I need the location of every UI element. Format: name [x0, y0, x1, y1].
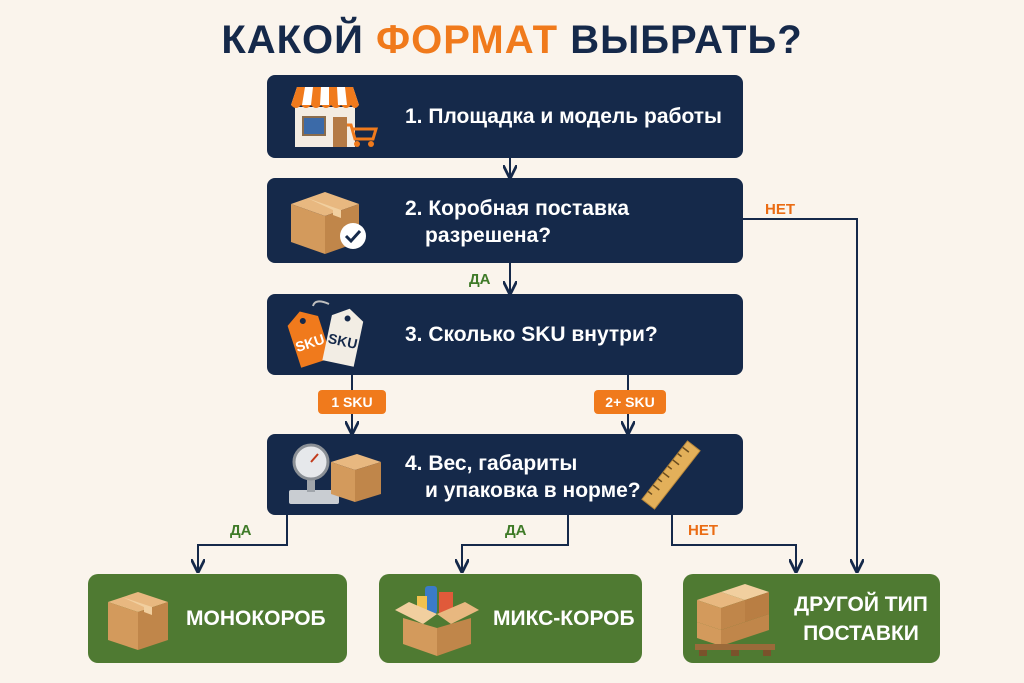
box-check-icon: [291, 192, 366, 254]
step-4-box: 4. Вес, габариты и упаковка в норме?: [267, 434, 743, 515]
step-2-line2: разрешена?: [425, 224, 552, 247]
step-4-line1: 4. Вес, габариты: [405, 452, 578, 475]
cart-icon: [347, 123, 379, 147]
result-other-label: ДРУГОЙ ТИП ПОСТАВКИ: [791, 590, 931, 648]
sku-tags-icon: SKU SKU: [287, 300, 364, 368]
label-yes-mono: ДА: [230, 522, 252, 539]
ruler-icon: [641, 440, 701, 510]
result-mixbox-label: МИКС-КОРОБ: [493, 607, 635, 630]
step-2-box: 2. Коробная поставка разрешена?: [267, 178, 743, 263]
pallet-icon: [695, 584, 775, 656]
step-2-line1: 2. Коробная поставка: [405, 197, 630, 220]
label-1-sku: 1 SKU: [318, 390, 386, 414]
result-other-line1: ДРУГОЙ ТИП: [794, 593, 928, 616]
title-part2: ВЫБРАТЬ?: [570, 18, 803, 62]
result-other-line2: ПОСТАВКИ: [803, 622, 919, 645]
label-no-step4: НЕТ: [688, 522, 718, 539]
arrow-no-to-other: [743, 218, 857, 570]
arrow-no-to-other-2: [671, 515, 796, 570]
tag-2-text: SKU: [327, 330, 359, 352]
step-3-box: SKU SKU 3. Сколько SKU внутри?: [267, 294, 743, 375]
storefront-icon: [291, 87, 379, 147]
result-other: ДРУГОЙ ТИП ПОСТАВКИ: [683, 574, 940, 663]
title-accent: ФОРМАТ: [376, 18, 559, 62]
step-1-box: 1. Площадка и модель работы: [267, 75, 743, 158]
page-title: КАКОЙ ФОРМАТ ВЫБРАТЬ?: [0, 18, 1024, 68]
box-icon: [108, 592, 168, 650]
open-box-icon: [395, 586, 479, 656]
label-no-step2: НЕТ: [765, 201, 795, 218]
label-yes-mix: ДА: [505, 522, 527, 539]
step-4-label: 4. Вес, габариты и упаковка в норме?: [405, 450, 641, 504]
label-yes-step2: ДА: [469, 271, 491, 288]
arrow-yes-to-mix: [462, 515, 569, 570]
result-monobox-label: МОНОКОРОБ: [186, 607, 326, 630]
step-3-label: 3. Сколько SKU внутри?: [405, 323, 658, 346]
title-part1: КАКОЙ: [221, 18, 364, 62]
result-monobox: МОНОКОРОБ: [88, 574, 347, 663]
result-mixbox: МИКС-КОРОБ: [379, 574, 642, 663]
step-1-label: 1. Площадка и модель работы: [405, 105, 722, 128]
label-2plus-sku: 2+ SKU: [594, 390, 666, 414]
step-4-line2: и упаковка в норме?: [425, 479, 641, 502]
scale-icon: [289, 443, 381, 504]
arrow-yes-to-mono: [198, 515, 288, 570]
step-2-label: 2. Коробная поставка разрешена?: [405, 195, 629, 249]
